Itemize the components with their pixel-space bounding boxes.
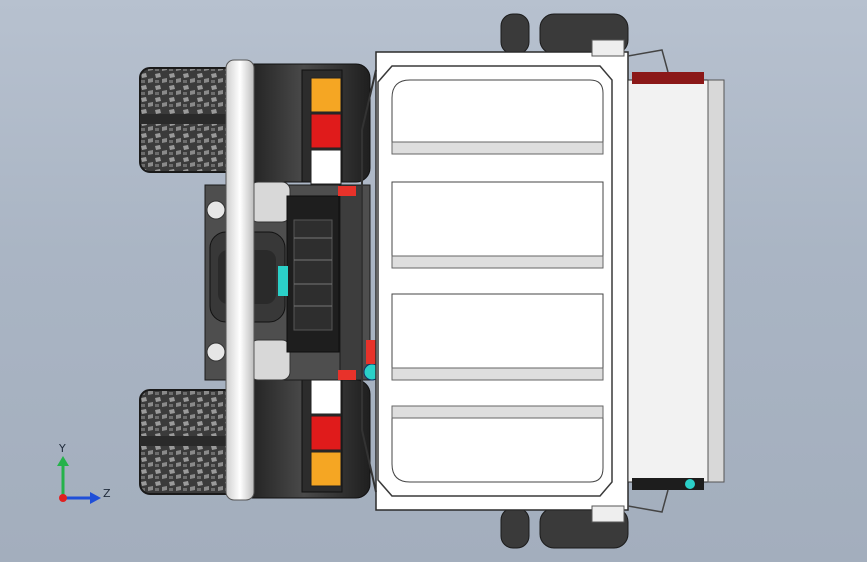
y-axis-label: Y (58, 442, 66, 455)
x-axis-dot (59, 494, 67, 502)
cab-front (627, 49, 725, 513)
upper-fender (237, 63, 371, 183)
lower-rear-tire (139, 389, 237, 495)
upper-tail-light (310, 77, 342, 185)
lower-tail-light (310, 379, 342, 487)
y-axis-arrowhead (57, 456, 69, 466)
cargo-bed (361, 39, 629, 523)
z-axis-arrowhead (90, 492, 101, 504)
rear-bumper-bar (225, 59, 255, 501)
z-axis-label: Z (103, 487, 111, 500)
axis-triad: Y Z (57, 442, 111, 504)
lower-fender (237, 379, 371, 499)
upper-rear-tire (139, 67, 237, 173)
